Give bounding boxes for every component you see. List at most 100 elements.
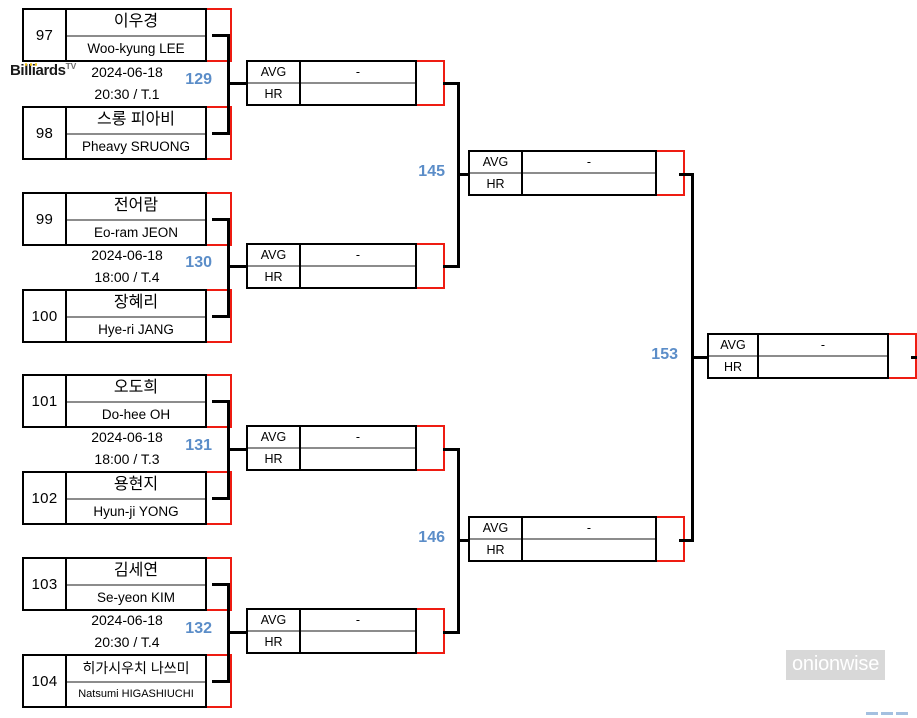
- player-name-kr: 이우경: [67, 10, 205, 37]
- player-name-en: Eo-ram JEON: [93, 224, 178, 240]
- match-number-131[interactable]: 131: [185, 437, 212, 454]
- match-time-table: 20:30 / T.4: [94, 634, 160, 650]
- result-score-cell[interactable]: [417, 60, 445, 106]
- stat-values: -: [523, 516, 657, 562]
- stat-values: -: [301, 60, 417, 106]
- match-date: 2024-06-18: [91, 64, 163, 80]
- player-slot-102[interactable]: 102 용현지 Hyun-ji YONG: [22, 471, 232, 525]
- player-name-kr: 전어람: [67, 194, 205, 221]
- hr-label: HR: [486, 176, 505, 191]
- match-schedule-129: 2024-06-18 20:30 / T.1: [62, 61, 192, 105]
- stat-values: -: [301, 608, 417, 654]
- player-slot-99[interactable]: 99 전어람 Eo-ram JEON: [22, 192, 232, 246]
- player-name-en: Pheavy SRUONG: [81, 138, 191, 154]
- player-slot-97[interactable]: 97 이우경 Woo-kyung LEE: [22, 8, 232, 62]
- player-name-en: Se-yeon KIM: [96, 589, 176, 605]
- match-result-box-129[interactable]: AVG HR -: [246, 60, 445, 106]
- avg-label: AVG: [709, 335, 757, 357]
- hr-label: HR: [264, 634, 283, 649]
- match-time-table: 18:00 / T.3: [94, 451, 160, 467]
- seed-number: 99: [22, 192, 67, 246]
- hr-value: [523, 174, 655, 194]
- result-score-cell[interactable]: [417, 425, 445, 471]
- match-result-box-130[interactable]: AVG HR -: [246, 243, 445, 289]
- match-number-153[interactable]: 153: [651, 346, 678, 363]
- avg-label: AVG: [248, 245, 299, 267]
- avg-label: AVG: [470, 518, 521, 540]
- player-name-kr: 히가시우치 나쓰미: [67, 656, 205, 683]
- stat-values: -: [301, 243, 417, 289]
- player-name-en: Hye-ri JANG: [98, 321, 174, 337]
- match-result-box-146[interactable]: AVG HR -: [468, 516, 685, 562]
- match-result-box-132[interactable]: AVG HR -: [246, 608, 445, 654]
- match-date: 2024-06-18: [91, 247, 163, 263]
- stat-labels: AVG HR: [246, 608, 301, 654]
- match-time-table: 18:00 / T.4: [94, 269, 160, 285]
- seed-number: 98: [22, 106, 67, 160]
- seed-number: 103: [22, 557, 67, 611]
- stat-labels: AVG HR: [707, 333, 759, 379]
- stat-values: -: [523, 150, 657, 196]
- player-slot-101[interactable]: 101 오도희 Do-hee OH: [22, 374, 232, 428]
- avg-value: -: [759, 335, 887, 357]
- player-name-cell: 히가시우치 나쓰미 Natsumi HIGASHIUCHI: [67, 654, 207, 708]
- match-result-box-153[interactable]: AVG HR -: [707, 333, 917, 379]
- match-schedule-132: 2024-06-18 20:30 / T.4: [62, 609, 192, 653]
- match-date: 2024-06-18: [91, 612, 163, 628]
- match-number-132[interactable]: 132: [185, 620, 212, 637]
- match-number-145[interactable]: 145: [418, 163, 445, 180]
- hr-label: HR: [486, 542, 505, 557]
- stat-values: -: [759, 333, 889, 379]
- player-name-en: Hyun-ji YONG: [93, 503, 179, 519]
- avg-label: AVG: [470, 152, 521, 174]
- avg-value: -: [301, 610, 415, 632]
- player-slot-98[interactable]: 98 스롱 피아비 Pheavy SRUONG: [22, 106, 232, 160]
- player-slot-104[interactable]: 104 히가시우치 나쓰미 Natsumi HIGASHIUCHI: [22, 654, 232, 708]
- match-result-box-131[interactable]: AVG HR -: [246, 425, 445, 471]
- player-name-kr: 장혜리: [67, 291, 205, 318]
- match-number-146[interactable]: 146: [418, 529, 445, 546]
- result-score-cell[interactable]: [417, 608, 445, 654]
- player-name-cell: 오도희 Do-hee OH: [67, 374, 207, 428]
- player-name-cell: 장혜리 Hye-ri JANG: [67, 289, 207, 343]
- avg-label: AVG: [248, 610, 299, 632]
- match-time-table: 20:30 / T.1: [94, 86, 160, 102]
- avg-label: AVG: [248, 427, 299, 449]
- player-name-cell: 전어람 Eo-ram JEON: [67, 192, 207, 246]
- match-result-box-145[interactable]: AVG HR -: [468, 150, 685, 196]
- logo-tv-superscript: TV: [65, 61, 77, 71]
- hr-value: [301, 84, 415, 104]
- stat-values: -: [301, 425, 417, 471]
- seed-number: 101: [22, 374, 67, 428]
- player-slot-100[interactable]: 100 장혜리 Hye-ri JANG: [22, 289, 232, 343]
- hr-value: [301, 449, 415, 469]
- stat-labels: AVG HR: [246, 60, 301, 106]
- avg-value: -: [301, 62, 415, 84]
- player-name-cell: 김세연 Se-yeon KIM: [67, 557, 207, 611]
- stat-labels: AVG HR: [468, 516, 523, 562]
- avg-value: -: [301, 245, 415, 267]
- avg-label: AVG: [248, 62, 299, 84]
- match-number-130[interactable]: 130: [185, 254, 212, 271]
- result-score-cell[interactable]: [417, 243, 445, 289]
- hr-label: HR: [264, 86, 283, 101]
- stat-labels: AVG HR: [246, 243, 301, 289]
- billiards-tv-logo: Billiards TV: [10, 61, 77, 79]
- player-name-kr: 오도희: [67, 376, 205, 403]
- player-slot-103[interactable]: 103 김세연 Se-yeon KIM: [22, 557, 232, 611]
- hr-label: HR: [264, 269, 283, 284]
- player-name-en: Do-hee OH: [101, 406, 171, 422]
- player-name-en: Natsumi HIGASHIUCHI: [78, 687, 194, 700]
- match-number-129[interactable]: 129: [185, 71, 212, 88]
- player-name-kr: 김세연: [67, 559, 205, 586]
- seed-number: 97: [22, 8, 67, 62]
- hr-label: HR: [264, 451, 283, 466]
- logo-wordmark: Billiards: [10, 62, 66, 79]
- seed-number: 104: [22, 654, 67, 708]
- player-name-kr: 스롱 피아비: [67, 108, 205, 135]
- match-date: 2024-06-18: [91, 429, 163, 445]
- player-name-cell: 이우경 Woo-kyung LEE: [67, 8, 207, 62]
- hr-value: [301, 267, 415, 287]
- hr-value: [301, 632, 415, 652]
